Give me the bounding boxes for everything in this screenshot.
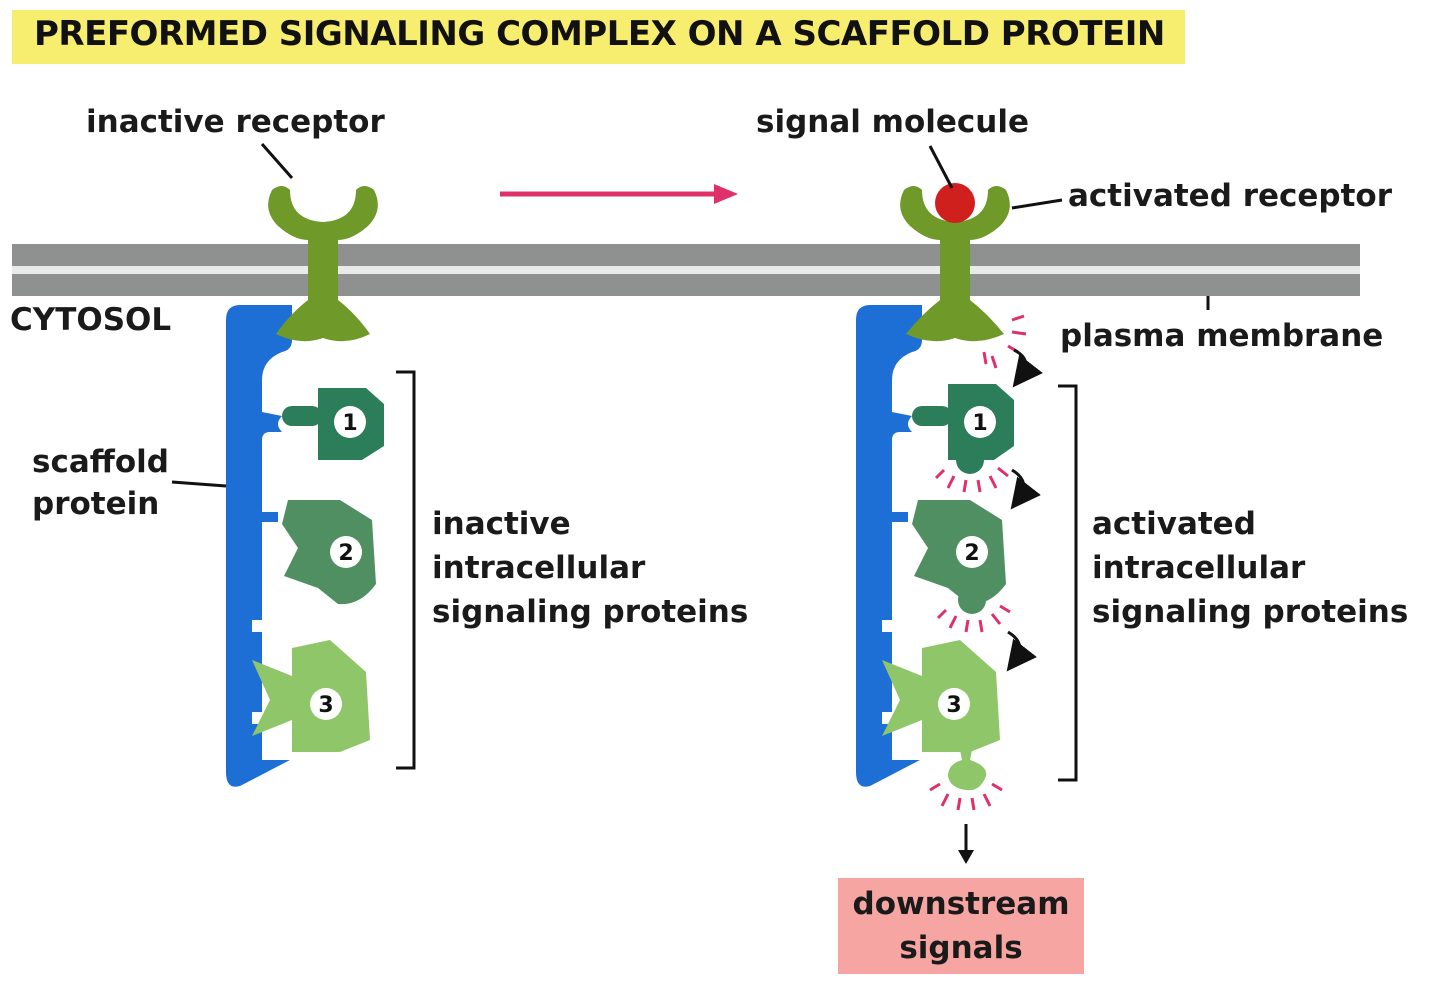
inactive-receptor-label: inactive receptor bbox=[86, 104, 385, 140]
activation-arrows bbox=[1006, 348, 1043, 672]
scaffold-protein-leader bbox=[171, 480, 227, 488]
activated-receptor-leader bbox=[1011, 198, 1063, 210]
protein-2-number: 2 bbox=[338, 541, 353, 566]
downstream-signals-box bbox=[838, 878, 1084, 974]
protein-2-right: 2 bbox=[912, 500, 1006, 614]
transition-arrow bbox=[500, 184, 738, 204]
inactive-bracket bbox=[396, 370, 416, 770]
protein-1-left: 1 bbox=[282, 388, 384, 460]
protein-3-left: 3 bbox=[252, 640, 370, 752]
protein-3-number: 3 bbox=[318, 693, 333, 718]
inactive-group-label-line1: inactive bbox=[432, 506, 571, 542]
protein-1-number: 1 bbox=[342, 411, 357, 436]
inactive-group-label-line3: signaling proteins bbox=[432, 594, 748, 630]
cytosol-label: CYTOSOL bbox=[10, 302, 171, 338]
downstream-arrow bbox=[958, 824, 974, 864]
scaffold-protein-label-line2: protein bbox=[32, 486, 159, 522]
protein-3-right: 3 bbox=[882, 640, 1000, 791]
activated-group-label-line3: signaling proteins bbox=[1092, 594, 1408, 630]
plasma-membrane-label: plasma membrane bbox=[1060, 318, 1383, 354]
activated-receptor-shape bbox=[900, 183, 1010, 342]
plasma-membrane bbox=[12, 244, 1360, 296]
scaffold-protein-left bbox=[226, 305, 292, 787]
signal-molecule-label: signal molecule bbox=[756, 104, 1029, 140]
inactive-group-label-line2: intracellular bbox=[432, 550, 646, 586]
signal-molecule bbox=[935, 183, 975, 223]
activated-group-label-line1: activated bbox=[1092, 506, 1256, 542]
inactive-receptor-leader bbox=[260, 143, 294, 179]
activated-bracket bbox=[1058, 384, 1078, 782]
downstream-label-line1: downstream bbox=[853, 886, 1070, 922]
protein-3-number-active: 3 bbox=[946, 693, 961, 718]
diagram-title: PREFORMED SIGNALING COMPLEX ON A SCAFFOL… bbox=[34, 14, 1165, 54]
signal-molecule-leader bbox=[928, 145, 954, 189]
scaffold-protein-right bbox=[856, 305, 922, 787]
downstream-label-line2: signals bbox=[899, 930, 1022, 966]
inactive-receptor-shape bbox=[268, 186, 378, 342]
title-band bbox=[12, 10, 1185, 64]
activated-receptor-label: activated receptor bbox=[1068, 178, 1393, 214]
scaffold-protein-label-line1: scaffold bbox=[32, 444, 169, 480]
protein-2-number-active: 2 bbox=[964, 541, 979, 566]
protein-1-number-active: 1 bbox=[972, 411, 987, 436]
protein-2-left: 2 bbox=[282, 500, 376, 605]
protein-1-right: 1 bbox=[912, 384, 1014, 474]
activated-group-label-line2: intracellular bbox=[1092, 550, 1306, 586]
